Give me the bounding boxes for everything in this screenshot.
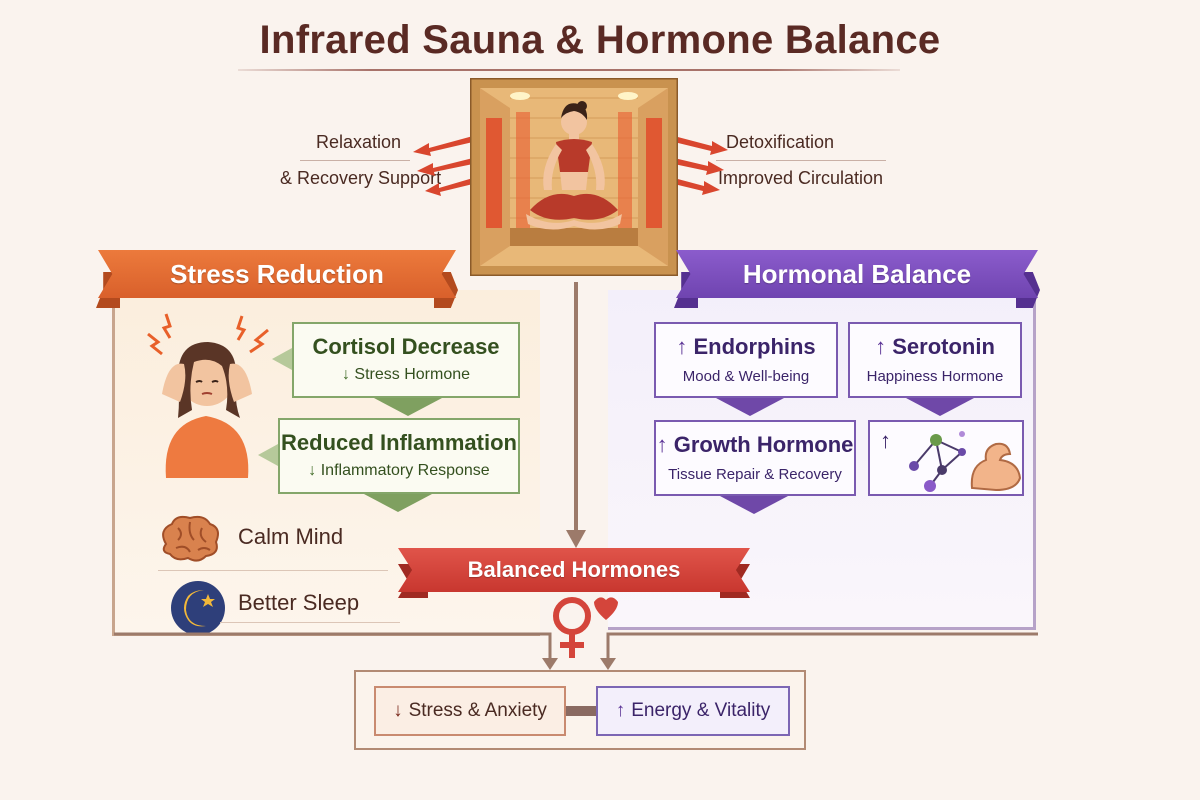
benefit-circulation: Improved Circulation xyxy=(718,168,884,188)
molecule-muscle-icon xyxy=(909,431,1022,492)
benefit-detoxification: Detoxification xyxy=(726,132,835,152)
up-arrow-icon: ↑ xyxy=(875,334,887,359)
better-sleep-divider xyxy=(220,622,400,623)
heat-arrows-left-icon xyxy=(413,136,473,196)
growth-hormone-box: ↑ Growth Hormone Tissue Repair & Recover… xyxy=(654,420,856,496)
small-pointer-left-icon xyxy=(272,348,292,370)
stress-anxiety-label: Stress & Anxiety xyxy=(408,700,547,721)
serotonin-subtitle: Happiness Hormone xyxy=(866,368,1004,385)
energy-vitality-label: Energy & Vitality xyxy=(631,700,771,721)
benefit-divider-left xyxy=(300,160,410,161)
hormonal-balance-ribbon: Hormonal Balance xyxy=(676,250,1038,298)
benefit-relaxation: Relaxation xyxy=(316,132,402,152)
outcomes-connector xyxy=(566,706,596,716)
up-arrow-icon: ↑ xyxy=(676,334,688,359)
endorphins-title: ↑ Endorphins xyxy=(676,334,816,359)
up-arrow-icon: ↑ xyxy=(656,432,668,457)
cortisol-pointer xyxy=(374,398,442,416)
up-arrow-icon: ↑ xyxy=(880,428,891,453)
stress-anxiety-outcome: ↓ Stress & Anxiety xyxy=(374,686,566,736)
page-title: Infrared Sauna & Hormone Balance xyxy=(259,18,941,62)
title-divider xyxy=(238,69,900,71)
endorphins-subtitle: Mood & Well-being xyxy=(682,368,810,385)
growth-hormone-pointer xyxy=(720,496,788,514)
small-pointer-left-icon xyxy=(258,444,278,466)
inflammation-pointer xyxy=(364,494,432,512)
benefit-divider-right xyxy=(716,160,886,161)
stress-reduction-ribbon: Stress Reduction xyxy=(98,250,456,298)
down-arrow-icon: ↓ xyxy=(393,700,403,721)
stressed-woman-illustration xyxy=(147,313,269,478)
up-arrow-icon: ↑ xyxy=(615,700,626,721)
down-arrow-icon: ↓ xyxy=(308,462,317,479)
molecule-muscle-box: ↑ xyxy=(868,420,1024,496)
heat-arrows-right-icon xyxy=(674,136,728,195)
brain-icon xyxy=(162,515,219,562)
growth-hormone-title: ↑ Growth Hormone xyxy=(656,432,854,457)
outcome-arrows-icon xyxy=(114,632,1038,670)
center-flow-arrow-icon xyxy=(566,282,586,548)
serotonin-pointer xyxy=(906,398,974,416)
benefit-recovery: & Recovery Support xyxy=(280,168,442,188)
infrared-sauna-illustration xyxy=(470,78,678,276)
better-sleep-label: Better Sleep xyxy=(238,590,360,615)
moon-icon xyxy=(171,581,225,635)
cortisol-decrease-box: Cortisol Decrease ↓ Stress Hormone xyxy=(292,322,520,398)
down-arrow-icon: ↓ xyxy=(341,366,350,383)
calm-mind-divider xyxy=(158,570,388,571)
calm-mind-label: Calm Mind xyxy=(238,524,344,549)
reduced-inflammation-box: Reduced Inflammation ↓ Inflammatory Resp… xyxy=(278,418,520,494)
female-heart-symbol-icon xyxy=(553,597,618,658)
endorphins-pointer xyxy=(716,398,784,416)
serotonin-box: ↑ Serotonin Happiness Hormone xyxy=(848,322,1022,398)
serotonin-title: ↑ Serotonin xyxy=(875,334,995,359)
cortisol-decrease-subtitle: ↓ Stress Hormone xyxy=(341,366,471,383)
cortisol-decrease-title: Cortisol Decrease xyxy=(312,334,500,359)
balanced-hormones-ribbon: Balanced Hormones xyxy=(398,548,750,592)
reduced-inflammation-title: Reduced Inflammation xyxy=(281,430,517,455)
energy-vitality-outcome: ↑ Energy & Vitality xyxy=(596,686,790,736)
endorphins-box: ↑ Endorphins Mood & Well-being xyxy=(654,322,838,398)
reduced-inflammation-subtitle: ↓ Inflammatory Response xyxy=(308,462,490,479)
growth-hormone-subtitle: Tissue Repair & Recovery xyxy=(668,466,842,483)
